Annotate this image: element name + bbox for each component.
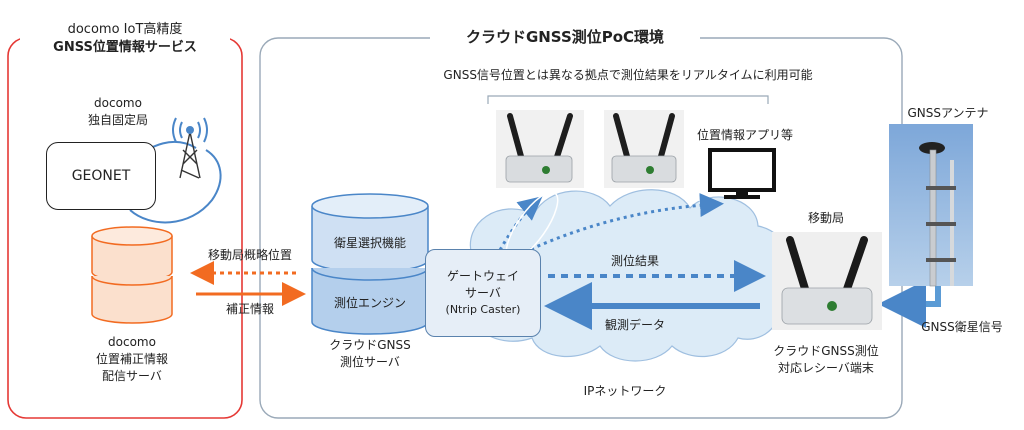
gateway-label-1: ゲートウェイ <box>446 268 519 283</box>
docomo-service-title-2: GNSS位置情報サービス <box>53 40 197 55</box>
station-label-1: docomo <box>94 96 142 110</box>
geonet-box: GEONET <box>46 142 156 210</box>
gnss-antenna-photo <box>889 124 973 287</box>
cloud-server-caption-2: 測位サーバ <box>340 355 400 369</box>
remote-usage-caption: GNSS信号位置とは異なる拠点で測位結果をリアルタイムに利用可能 <box>443 68 813 82</box>
radio-tower-icon <box>179 131 201 179</box>
positioning-result-label: 測位結果 <box>610 254 660 268</box>
remote-bracket <box>487 95 769 104</box>
gnss-signal-label: GNSS衛星信号 <box>921 320 1003 334</box>
correction-server-label-1: docomo <box>108 335 156 349</box>
correction-info-label: 補正情報 <box>225 302 275 316</box>
cloud-server-caption-1: クラウドGNSS <box>329 338 411 352</box>
correction-server-label-3: 配信サーバ <box>102 369 162 383</box>
correction-server-icon <box>91 226 173 324</box>
correction-server-label-2: 位置補正情報 <box>95 352 169 366</box>
positioning-engine-label: 測位エンジン <box>333 296 407 310</box>
monitor-icon <box>708 148 776 199</box>
gateway-label-2: サーバ <box>465 286 501 301</box>
mobile-station-label: 移動局 <box>807 211 845 225</box>
observation-data-label: 観測データ <box>604 318 666 332</box>
app-label: 位置情報アプリ等 <box>696 128 794 142</box>
mobile-receiver-device <box>772 232 882 330</box>
station-label-2: 独自固定局 <box>87 113 149 127</box>
geonet-label: GEONET <box>71 168 131 184</box>
satellite-selection-label: 衛星選択機能 <box>333 236 407 250</box>
result-to-app-arrow <box>511 193 724 260</box>
remote-receiver-device-1 <box>496 110 584 188</box>
gnss-signal-arrow <box>878 280 941 328</box>
gateway-server-box: ゲートウェイ サーバ (Ntrip Caster) <box>425 249 541 337</box>
signal-waves-icon <box>172 117 208 143</box>
antenna-label: GNSSアンテナ <box>907 106 989 120</box>
docomo-service-title-1: docomo IoT高精度 <box>67 22 183 37</box>
ip-network-label: IPネットワーク <box>583 384 667 398</box>
poc-title: クラウドGNSS測位PoC環境 <box>465 28 665 46</box>
terminal-label-1: クラウドGNSS測位 <box>773 344 879 358</box>
remote-receiver-device-2 <box>604 110 684 188</box>
cloud-gnss-server-icon <box>311 193 429 335</box>
gateway-label-3: (Ntrip Caster) <box>445 303 521 317</box>
rough-position-label: 移動局概略位置 <box>207 248 293 262</box>
terminal-label-2: 対応レシーバ端末 <box>778 361 874 375</box>
